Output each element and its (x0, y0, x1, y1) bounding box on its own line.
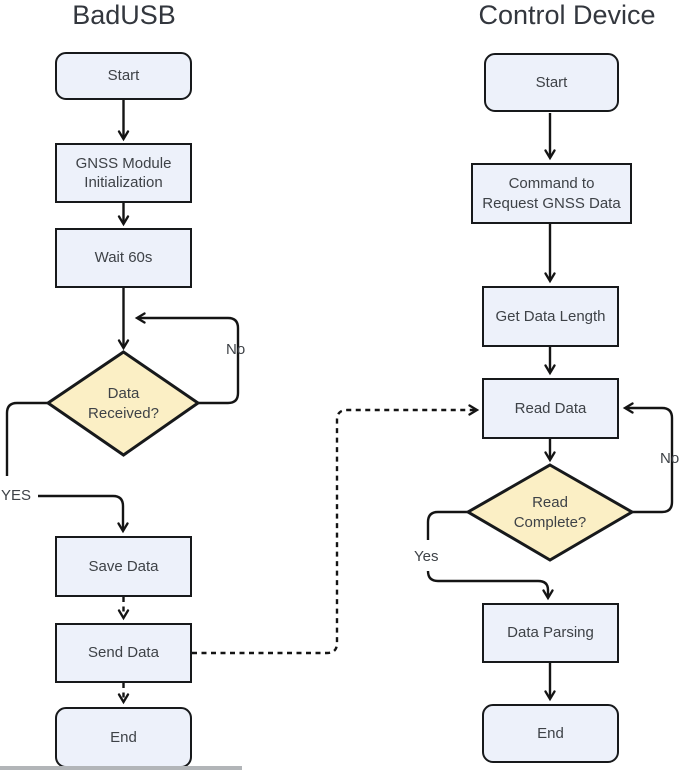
node-badusb-send-data: Send Data (55, 623, 192, 683)
edge-label-badusb-no: No (226, 341, 246, 358)
node-badusb-save-data: Save Data (55, 536, 192, 597)
node-control-start: Start (484, 53, 619, 112)
edge-send-data-to-read-data (192, 404, 480, 655)
node-control-end: End (482, 704, 619, 763)
right-column-title: Control Device (478, 0, 656, 30)
node-control-read-data: Read Data (482, 378, 619, 439)
node-badusb-wait: Wait 60s (55, 228, 192, 288)
bottom-edge-artifact (0, 766, 242, 770)
decision-data-received-shape (45, 350, 201, 457)
node-badusb-end: End (55, 707, 192, 768)
edge-label-badusb-yes: YES (1, 487, 32, 504)
node-control-command: Command to Request GNSS Data (471, 163, 632, 224)
node-control-get-data-length: Get Data Length (482, 286, 619, 347)
edge-badusb-no-loop (134, 312, 240, 405)
node-badusb-gnss-init: GNSS Module Initialization (55, 143, 192, 203)
edge-label-control-yes: Yes (414, 548, 439, 565)
node-badusb-start: Start (55, 52, 192, 100)
edge-label-control-no: No (660, 450, 680, 467)
edge-control-yes-out (426, 510, 470, 540)
decision-read-complete-shape (465, 463, 635, 562)
left-column-title: BadUSB (72, 0, 176, 30)
edge-control-yes-to-parse (426, 570, 554, 601)
edge-control-no-loop (622, 402, 674, 514)
edge-badusb-yes-out (5, 401, 48, 476)
edge-badusb-yes-to-save (38, 494, 129, 534)
node-control-data-parsing: Data Parsing (482, 603, 619, 663)
